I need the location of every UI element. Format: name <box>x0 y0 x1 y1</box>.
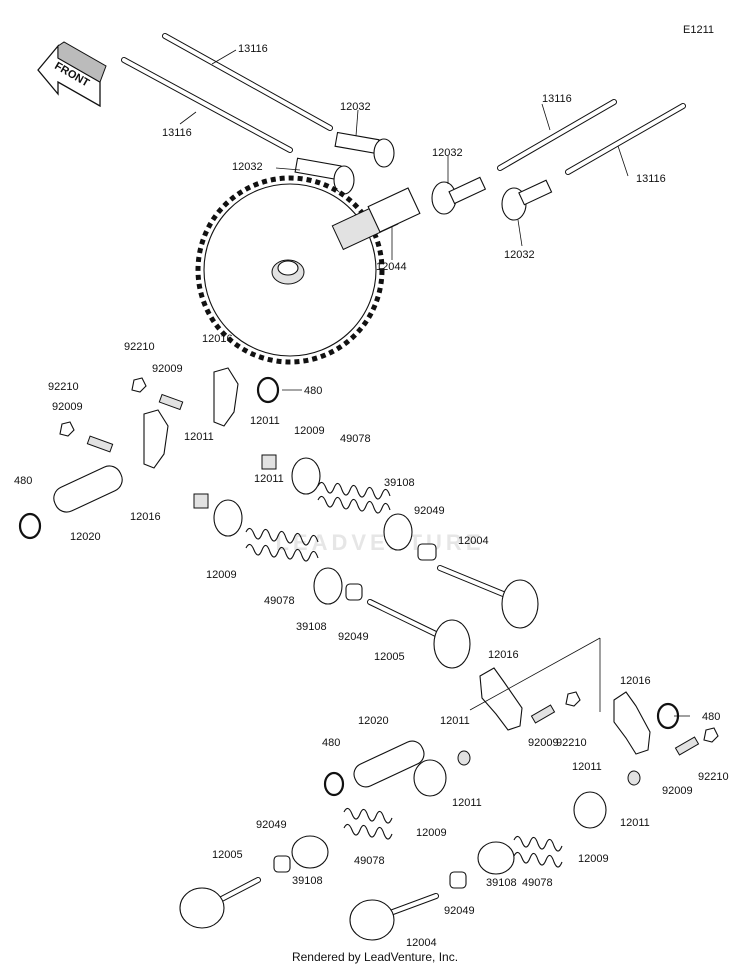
callout-label: 12032 <box>340 101 371 113</box>
adjuster-nut-group <box>59 377 719 756</box>
callout-label: 12004 <box>406 937 437 949</box>
callout-label: 13116 <box>162 127 192 139</box>
callout-label: 12016 <box>130 511 161 523</box>
callout-label: 12009 <box>416 827 447 839</box>
callout-label: 13116 <box>542 93 572 105</box>
callout-label: 12032 <box>232 161 263 173</box>
callout-label: 92210 <box>124 341 155 353</box>
callout-label: 12044 <box>376 261 407 273</box>
rocker-shaft-group <box>53 465 425 788</box>
spring-seat-group <box>291 513 515 875</box>
callout-label: 39108 <box>292 875 323 887</box>
callout-label: 92009 <box>662 785 693 797</box>
callout-label: 39108 <box>486 877 517 889</box>
valve-spring-group <box>245 481 563 868</box>
callout-label: 12011 <box>440 715 470 727</box>
collet-group <box>193 454 641 786</box>
callout-label: 12032 <box>504 249 535 261</box>
callout-label: 12020 <box>358 715 389 727</box>
callout-label: 12020 <box>70 531 101 543</box>
callout-label: 12032 <box>432 147 463 159</box>
push-rod-group <box>121 33 686 175</box>
tappet-group <box>294 131 553 221</box>
callout-label: 12011 <box>572 761 602 773</box>
stem-seal-group <box>273 543 467 889</box>
callout-label: 12011 <box>254 473 284 485</box>
callout-label: 12005 <box>374 651 405 663</box>
callout-label: 92009 <box>52 401 83 413</box>
callout-label: 92009 <box>152 363 183 375</box>
callout-label: 49078 <box>522 877 553 889</box>
callout-label: 12009 <box>294 425 325 437</box>
callout-label: 92210 <box>48 381 79 393</box>
callout-label: 12009 <box>206 569 237 581</box>
callout-label: 39108 <box>384 477 415 489</box>
callout-label: 480 <box>702 711 720 723</box>
callout-label: 92049 <box>338 631 369 643</box>
callout-label: 12005 <box>212 849 243 861</box>
callout-label: 12011 <box>250 415 280 427</box>
callout-label: 480 <box>14 475 32 487</box>
callout-label: 480 <box>322 737 340 749</box>
diagram-code: E1211 <box>683 24 714 36</box>
callout-label: 92049 <box>256 819 287 831</box>
rocker-arm-group <box>143 367 651 755</box>
callout-label: 12011 <box>184 431 214 443</box>
spring-retainer-group <box>213 457 607 829</box>
watermark: LEADVENTURE <box>275 530 485 555</box>
callout-label: 92049 <box>444 905 475 917</box>
callout-label: 49078 <box>264 595 295 607</box>
callout-label: 92049 <box>414 505 445 517</box>
front-arrow-icon: FRONT <box>37 41 107 108</box>
leader-lines <box>179 49 690 717</box>
callout-label: 49078 <box>354 855 385 867</box>
footer-credit: Rendered by LeadVenture, Inc. <box>291 950 459 964</box>
callout-label: 12016 <box>488 649 519 661</box>
callout-label: 12016 <box>202 333 233 345</box>
valve-group <box>179 565 539 941</box>
callout-label: 12016 <box>620 675 651 687</box>
callout-label: 12004 <box>458 535 489 547</box>
callout-label: 480 <box>304 385 322 397</box>
callout-label: 39108 <box>296 621 327 633</box>
callout-label: 92210 <box>698 771 729 783</box>
callout-label: 49078 <box>340 433 371 445</box>
callout-label: 12009 <box>578 853 609 865</box>
callout-label: 92009 <box>528 737 559 749</box>
callout-label: 13116 <box>636 173 666 185</box>
callout-labels: 13116 13116 12032 12032 13116 13116 1203… <box>14 43 729 949</box>
callout-label: 92210 <box>556 737 587 749</box>
callout-label: 12011 <box>620 817 650 829</box>
callout-label: 13116 <box>238 43 268 55</box>
camshaft-gear <box>195 175 421 365</box>
callout-label: 12011 <box>452 797 482 809</box>
